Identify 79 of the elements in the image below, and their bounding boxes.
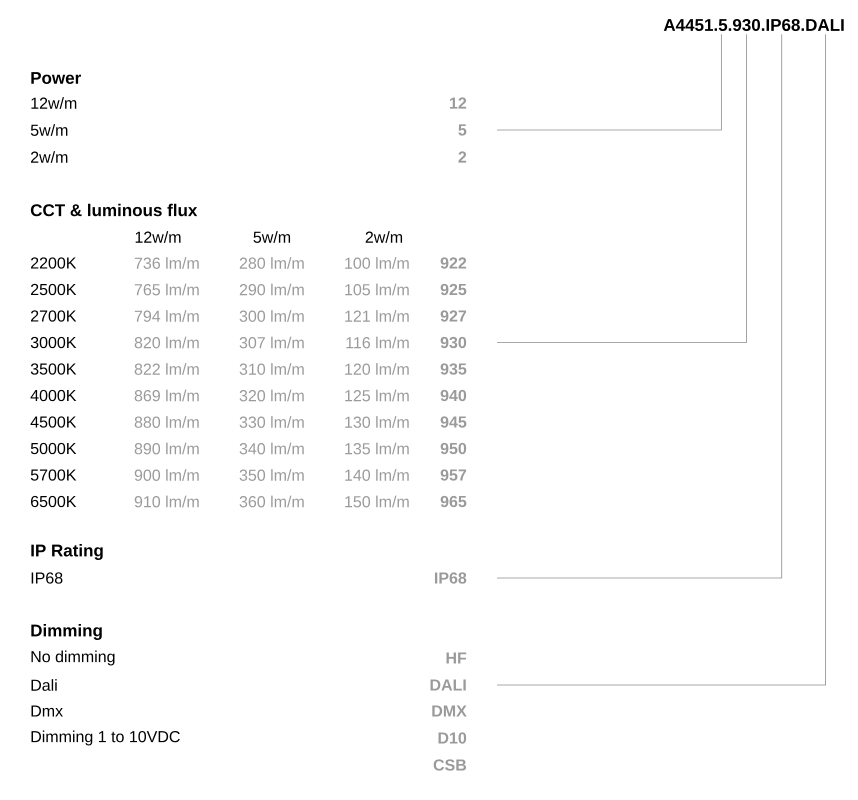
flux-value: 300 lm/m — [240, 310, 304, 322]
leader-line — [496, 34, 722, 130]
row-label: 3000K — [30, 336, 76, 348]
flux-value: 736 lm/m — [134, 257, 199, 269]
column-header: 5w/m — [254, 231, 290, 243]
row-label: IP68 — [32, 572, 62, 584]
code-value: 965 — [440, 496, 466, 508]
flux-value: 125 lm/m — [345, 390, 409, 402]
flux-value: 340 lm/m — [240, 442, 304, 454]
code-value: 940 — [440, 390, 466, 402]
section-heading: Power — [31, 72, 81, 84]
flux-value: 140 lm/m — [345, 469, 409, 481]
code-value: DMX — [432, 706, 467, 717]
leader-line — [496, 34, 782, 578]
flux-value: 116 lm/m — [346, 336, 409, 348]
row-label: 2500K — [31, 284, 76, 296]
flux-value: 890 lm/m — [134, 442, 199, 454]
code-value: CSB — [434, 759, 466, 771]
code-value: 5 — [458, 124, 466, 136]
flux-value: 910 lm/m — [134, 496, 199, 508]
code-value: IP68 — [434, 572, 466, 584]
code-value: 925 — [440, 284, 466, 296]
flux-value: 794 lm/m — [134, 310, 199, 322]
row-label: 3500K — [30, 363, 76, 375]
code-value: 950 — [440, 442, 466, 454]
row-label: 5w/m — [30, 124, 68, 136]
row-label: 2200K — [31, 257, 76, 269]
code-value: HF — [446, 652, 466, 664]
flux-value: 100 lm/m — [345, 257, 409, 269]
flux-value: 120 lm/m — [345, 363, 409, 375]
flux-value: 330 lm/m — [240, 416, 304, 428]
flux-value: 290 lm/m — [240, 284, 304, 296]
flux-value: 765 lm/m — [134, 284, 199, 296]
row-label: Dmx — [32, 706, 63, 717]
row-label: 6500K — [31, 496, 76, 508]
flux-value: 869 lm/m — [134, 390, 199, 402]
flux-value: 121 lm/m — [345, 310, 409, 322]
flux-value: 360 lm/m — [240, 496, 304, 508]
product-code: A4451.5.930.IP68.DALI — [664, 18, 844, 32]
code-value: 945 — [440, 416, 466, 428]
code-value: 957 — [440, 469, 466, 481]
flux-value: 820 lm/m — [134, 336, 199, 348]
row-label: Dimming 1 to 10VDC — [32, 730, 180, 746]
code-value: 930 — [440, 336, 466, 348]
flux-value: 900 lm/m — [134, 469, 199, 481]
row-label: Dali — [32, 679, 57, 691]
section-heading: Dimming — [31, 624, 102, 640]
flux-value: 822 lm/m — [134, 363, 199, 375]
row-label: 2700K — [31, 310, 76, 322]
flux-value: 130 lm/m — [345, 416, 409, 428]
flux-value: 310 lm/m — [240, 363, 304, 375]
row-label: 4000K — [30, 390, 76, 402]
row-label: 5000K — [30, 442, 76, 454]
code-value: 922 — [440, 257, 466, 269]
row-label: 5700K — [30, 469, 76, 481]
section-heading: CCT & luminous flux — [30, 204, 198, 216]
leader-line — [496, 34, 747, 343]
row-label: 2w/m — [31, 151, 68, 163]
row-label: 4500K — [30, 416, 76, 428]
flux-value: 307 lm/m — [240, 336, 304, 348]
row-label: No dimming — [32, 650, 114, 666]
code-value: 2 — [458, 151, 466, 163]
flux-value: 150 lm/m — [345, 496, 409, 508]
row-label: 12w/m — [31, 97, 76, 109]
code-value: D10 — [438, 732, 466, 744]
flux-value: 280 lm/m — [240, 257, 304, 269]
flux-value: 350 lm/m — [240, 469, 304, 481]
code-value: DALI — [430, 680, 466, 691]
flux-value: 320 lm/m — [240, 390, 304, 402]
column-header: 12w/m — [136, 231, 180, 243]
leader-line — [496, 34, 826, 686]
code-value: 927 — [440, 310, 466, 322]
flux-value: 105 lm/m — [345, 284, 409, 296]
column-header: 2w/m — [366, 231, 402, 243]
code-value: 935 — [440, 363, 466, 375]
section-heading: IP Rating — [31, 544, 103, 560]
flux-value: 880 lm/m — [134, 416, 199, 428]
code-value: 12 — [450, 97, 466, 109]
flux-value: 135 lm/m — [345, 442, 409, 454]
